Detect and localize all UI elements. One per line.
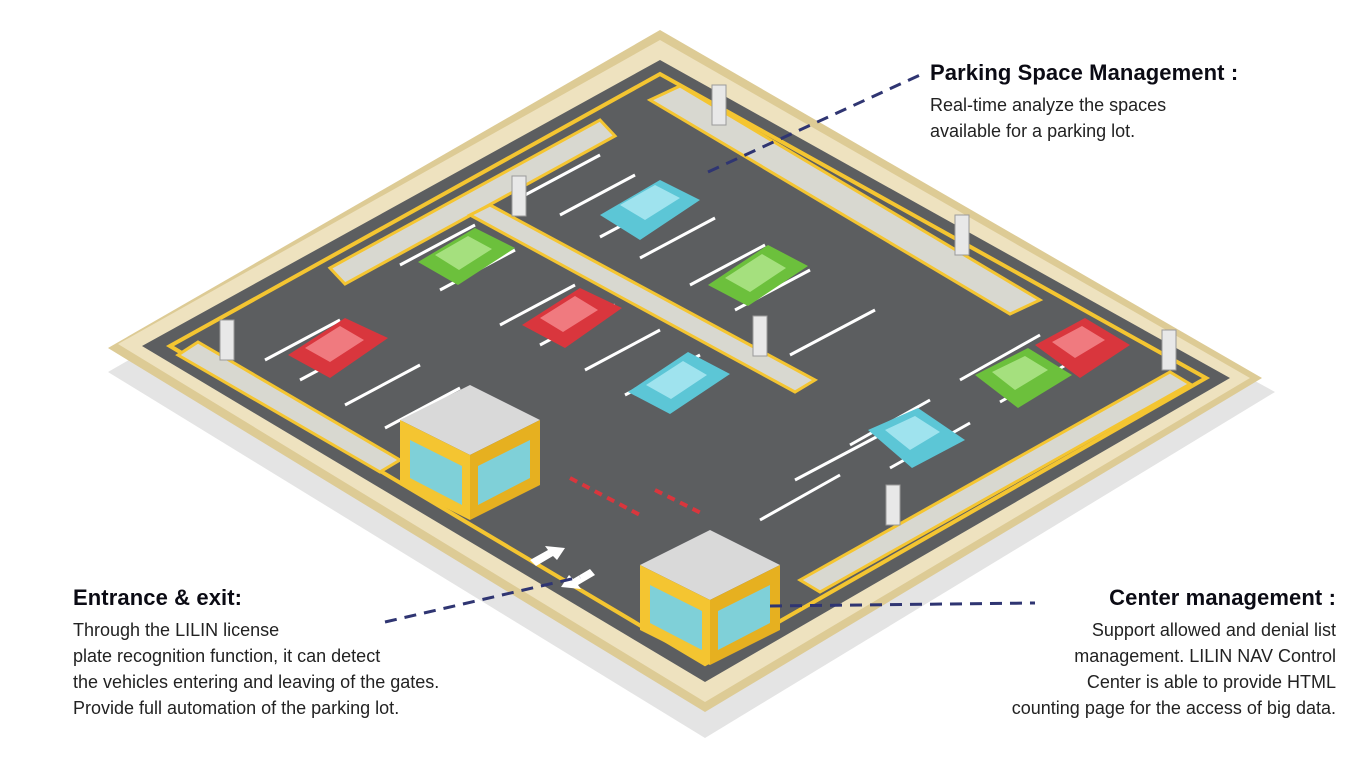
yellow-border-line xyxy=(165,71,1211,667)
license-plate-camera-icon xyxy=(219,84,1177,526)
callout-line: counting page for the access of big data… xyxy=(1011,698,1336,718)
car-green-center xyxy=(708,245,808,306)
callout-line: Support allowed and denial list xyxy=(1091,620,1336,640)
callout-line: Provide full automation of the parking l… xyxy=(73,698,400,718)
booth-exit xyxy=(640,530,780,665)
callout-title: Entrance & exit: xyxy=(73,585,243,610)
car-green-right xyxy=(975,348,1072,408)
callout-line: Real-time analyze the spaces xyxy=(930,95,1167,115)
callout-entrance-exit: Entrance & exit: Through the LILIN licen… xyxy=(73,585,593,721)
car-blue-right xyxy=(868,408,965,468)
car-red-center xyxy=(522,288,622,348)
island-left xyxy=(327,118,618,286)
callout-parking-space-management: Parking Space Management : Real-time ana… xyxy=(930,60,1350,144)
leader-entrance-exit xyxy=(384,575,581,624)
car-red-left xyxy=(288,318,388,378)
booth-entrance xyxy=(400,385,540,520)
car-blue-top xyxy=(600,180,700,240)
callout-title: Parking Space Management : xyxy=(930,60,1239,85)
callout-line: the vehicles entering and leaving of the… xyxy=(73,672,440,692)
callout-line: plate recognition function, it can detec… xyxy=(73,646,381,666)
callout-center-management: Center management : Support allowed and … xyxy=(866,585,1336,721)
car-red-right xyxy=(1035,318,1130,378)
car-blue-center xyxy=(628,352,730,414)
leader-center-management xyxy=(769,601,1036,608)
callout-line: Through the LILIN license xyxy=(73,620,280,640)
exit-arrow-icon xyxy=(561,569,595,589)
island-middle xyxy=(466,203,819,394)
island-top xyxy=(646,84,1044,316)
callout-title: Center management : xyxy=(1109,585,1336,610)
island-right-edge xyxy=(797,370,1193,594)
callout-line: available for a parking lot. xyxy=(930,121,1136,141)
barrier-gate-icon xyxy=(569,476,706,517)
callout-line: management. LILIN NAV Control xyxy=(1074,646,1336,666)
callout-line: Center is able to provide HTML xyxy=(1086,672,1336,692)
entrance-arrow-icon xyxy=(530,546,565,566)
car-green-upper-left xyxy=(418,228,515,285)
